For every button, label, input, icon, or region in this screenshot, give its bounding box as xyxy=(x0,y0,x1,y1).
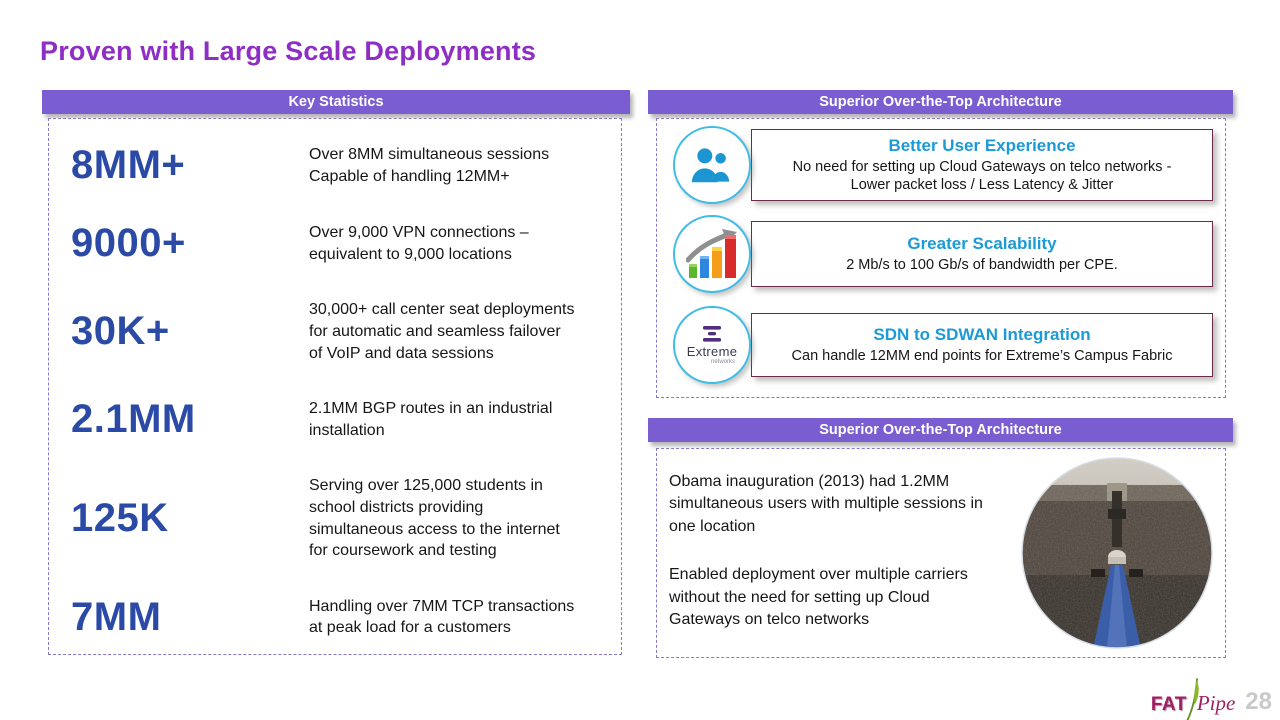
feature-row: Better User Experience No need for setti… xyxy=(667,126,1213,204)
feature-description: 2 Mb/s to 100 Gb/s of bandwidth per CPE. xyxy=(846,256,1118,273)
feature-description: No need for setting up Cloud Gateways on… xyxy=(792,158,1172,193)
stat-value: 30K+ xyxy=(71,309,170,354)
extreme-networks-logo: Extreme networks xyxy=(673,306,751,384)
key-statistics-panel: 8MM+ Over 8MM simultaneous sessions Capa… xyxy=(48,118,622,655)
feature-row: Greater Scalability 2 Mb/s to 100 Gb/s o… xyxy=(667,215,1213,293)
feature-card: SDN to SDWAN Integration Can handle 12MM… xyxy=(751,313,1213,377)
extreme-brand-text: Extreme xyxy=(686,343,738,359)
slide-title: Proven with Large Scale Deployments xyxy=(40,36,537,66)
deployment-text: Obama inauguration (2013) had 1.2MM simu… xyxy=(669,471,1005,657)
fat-logo-text: FAT xyxy=(1150,694,1187,715)
pipe-logo-text: Pipe xyxy=(1196,691,1236,715)
stat-description: Handling over 7MM TCP transactions at pe… xyxy=(309,597,575,637)
stat-value: 2.1MM xyxy=(71,397,196,442)
architecture-header: Superior Over-the-Top Architecture xyxy=(648,90,1233,114)
feature-title: SDN to SDWAN Integration xyxy=(873,324,1091,344)
stat-row: 9000+ Over 9,000 VPN connections – equiv… xyxy=(71,221,611,266)
inauguration-crowd-photo xyxy=(1021,457,1213,649)
footer: FAT Pipe 28 xyxy=(1150,678,1272,720)
page-number: 28 xyxy=(1245,688,1272,715)
feature-title: Better User Experience xyxy=(888,135,1076,155)
stat-description: Serving over 125,000 students in school … xyxy=(309,477,560,560)
deployment-paragraph: Enabled deployment over multiple carrier… xyxy=(669,566,968,628)
growth-bar-chart-icon xyxy=(673,215,751,293)
feature-description: Can handle 12MM end points for Extreme’s… xyxy=(791,347,1173,364)
fatpipe-logo: FAT Pipe xyxy=(1150,678,1236,720)
stat-value: 125K xyxy=(71,496,169,541)
architecture-panel: Better User Experience No need for setti… xyxy=(656,118,1226,398)
stat-value: 8MM+ xyxy=(71,143,186,187)
extreme-e-glyph xyxy=(703,325,721,342)
stat-description: Over 9,000 VPN connections – equivalent … xyxy=(309,224,529,263)
stat-row: 2.1MM 2.1MM BGP routes in an industrial … xyxy=(71,397,611,442)
stat-row: 125K Serving over 125,000 students in sc… xyxy=(71,475,611,561)
feature-row: Extreme networks SDN to SDWAN Integratio… xyxy=(667,306,1213,384)
stat-description: 30,000+ call center seat deployments for… xyxy=(309,301,575,362)
stat-row: 30K+ 30,000+ call center seat deployment… xyxy=(71,299,611,364)
stat-row: 7MM Handling over 7MM TCP transactions a… xyxy=(71,595,611,640)
extreme-sub-text: networks xyxy=(710,358,735,365)
stat-description: Over 8MM simultaneous sessions Capable o… xyxy=(309,145,550,185)
stat-row: 8MM+ Over 8MM simultaneous sessions Capa… xyxy=(71,143,611,188)
deployment-header: Superior Over-the-Top Architecture xyxy=(648,418,1233,442)
deployment-panel: Obama inauguration (2013) had 1.2MM simu… xyxy=(656,448,1226,658)
stat-description: 2.1MM BGP routes in an industrial instal… xyxy=(309,400,553,439)
feature-card: Better User Experience No need for setti… xyxy=(751,129,1213,201)
feature-title: Greater Scalability xyxy=(907,233,1057,253)
stat-value: 9000+ xyxy=(71,221,186,266)
users-icon xyxy=(673,126,751,204)
stat-value: 7MM xyxy=(71,594,162,639)
deployment-paragraph: Obama inauguration (2013) had 1.2MM simu… xyxy=(669,473,983,535)
key-statistics-header: Key Statistics xyxy=(42,90,630,114)
feature-card: Greater Scalability 2 Mb/s to 100 Gb/s o… xyxy=(751,221,1213,287)
